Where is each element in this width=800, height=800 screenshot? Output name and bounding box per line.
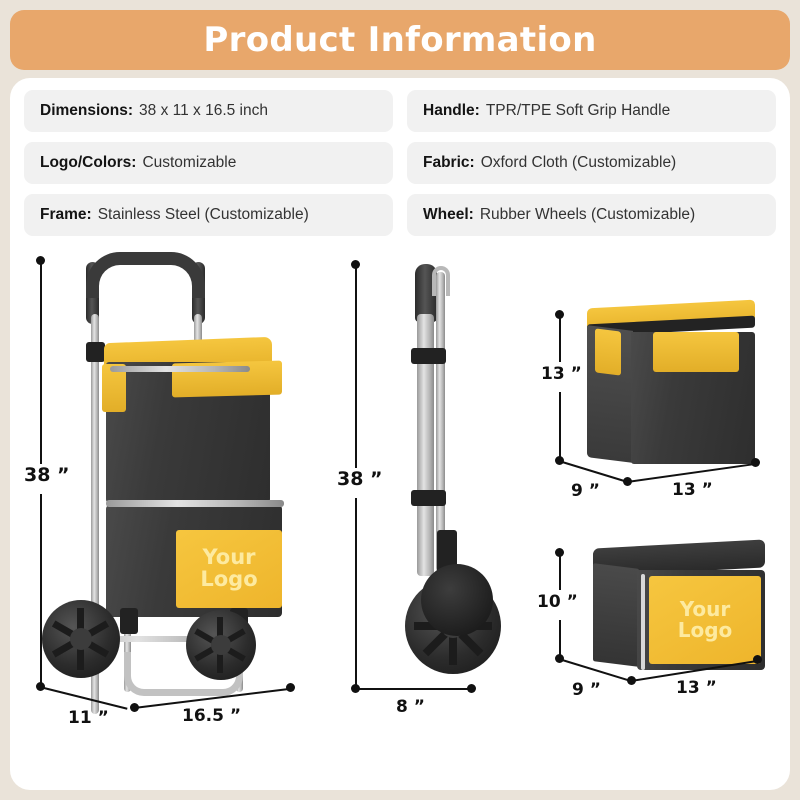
header-bar: Product Information <box>10 10 790 70</box>
spec-row-fabric: Fabric: Oxford Cloth (Customizable) <box>407 142 776 184</box>
spec-value: 38 x 11 x 16.5 inch <box>139 102 268 119</box>
dim-line-topbag-height-lower <box>559 392 561 460</box>
lower-bag-top-rail <box>106 500 284 507</box>
wheel-front-left <box>42 600 120 678</box>
dim-line-height-lower <box>40 494 42 686</box>
bottom-bag-logo-panel: Your Logo <box>649 576 761 664</box>
dim-label-botbag-depth: 9 ” <box>572 680 601 700</box>
wheel-rear-right <box>186 610 256 680</box>
dim-line-folded-height-upper <box>355 264 357 468</box>
spec-row-frame: Frame: Stainless Steel (Customizable) <box>24 194 393 236</box>
dim-label-topbag-depth: 9 ” <box>571 481 600 501</box>
dim-label-botbag-height: 10 ” <box>537 592 578 612</box>
dim-label-cart-width: 16.5 ” <box>182 706 242 726</box>
dim-line-folded-width <box>355 688 471 690</box>
frame-clamp <box>86 342 105 362</box>
top-bag-strap-side <box>595 328 621 376</box>
handle-bar <box>86 252 205 298</box>
bottom-bag-zipper <box>641 574 645 670</box>
spec-grid: Dimensions: 38 x 11 x 16.5 inch Handle: … <box>24 90 776 236</box>
spec-row-logo-colors: Logo/Colors: Customizable <box>24 142 393 184</box>
folded-clamp-upper <box>411 348 446 364</box>
folded-main-tube <box>417 314 434 576</box>
spec-value: TPR/TPE Soft Grip Handle <box>485 102 671 119</box>
dim-dot <box>751 458 760 467</box>
bag-bottom-illustration: Your Logo <box>579 539 779 702</box>
frame-left-rail <box>91 314 99 714</box>
spec-label: Wheel: <box>423 206 474 223</box>
upper-bag-strap-left <box>102 364 126 412</box>
dim-line-botbag-height-lower <box>559 620 561 658</box>
dim-label-folded-height: 38 ” <box>337 468 383 490</box>
illustration-area: Your Logo <box>24 242 776 787</box>
spec-row-dimensions: Dimensions: 38 x 11 x 16.5 inch <box>24 90 393 132</box>
cart-open-illustration: Your Logo <box>24 242 324 787</box>
dim-label-topbag-height: 13 ” <box>541 364 582 384</box>
dim-label-folded-width: 8 ” <box>396 697 425 717</box>
spec-row-wheel: Wheel: Rubber Wheels (Customizable) <box>407 194 776 236</box>
spec-value: Customizable <box>142 154 237 171</box>
cart-folded-illustration <box>379 242 519 787</box>
dim-line-folded-height-lower <box>355 498 357 688</box>
content-card: Dimensions: 38 x 11 x 16.5 inch Handle: … <box>10 78 790 790</box>
dim-dot <box>753 655 762 664</box>
dim-line-height-upper <box>40 260 42 464</box>
logo-text-line1: Your <box>679 597 731 622</box>
spec-label: Handle: <box>423 102 480 119</box>
dim-dot <box>467 684 476 693</box>
dim-dot <box>286 683 295 692</box>
dim-label-cart-depth: 11 ” <box>68 708 109 728</box>
spec-label: Fabric: <box>423 154 475 171</box>
spec-value: Oxford Cloth (Customizable) <box>480 154 677 171</box>
lower-bag-logo-panel: Your Logo <box>176 530 282 608</box>
top-bag-strap-front <box>653 332 739 372</box>
dim-label-cart-height: 38 ” <box>24 464 70 486</box>
dim-label-botbag-width: 13 ” <box>676 678 717 698</box>
dim-label-topbag-width: 13 ” <box>672 480 713 500</box>
spec-value: Rubber Wheels (Customizable) <box>479 206 696 223</box>
logo-text-line2: Logo <box>677 618 733 642</box>
folded-wheel-rear <box>421 564 493 636</box>
folded-secondary-tube <box>436 272 445 572</box>
logo-text-line2: Logo <box>200 567 258 591</box>
folded-clamp-lower <box>411 490 446 506</box>
folded-grip <box>415 264 437 322</box>
dim-line-botbag-height-upper <box>559 552 561 590</box>
base-clamp-left <box>120 608 138 634</box>
spec-value: Stainless Steel (Customizable) <box>97 206 309 223</box>
logo-text-line1: Your <box>202 545 256 570</box>
spec-label: Logo/Colors: <box>40 154 137 171</box>
axle <box>68 636 240 642</box>
spec-row-handle: Handle: TPR/TPE Soft Grip Handle <box>407 90 776 132</box>
spec-label: Dimensions: <box>40 102 134 119</box>
bottom-bag-side-panel <box>593 563 639 667</box>
page-title: Product Information <box>203 20 597 60</box>
upper-bag-support-bar <box>110 366 250 372</box>
folded-frame-loop <box>432 266 450 296</box>
spec-label: Frame: <box>40 206 92 223</box>
bag-top-illustration <box>579 299 769 494</box>
dim-line-topbag-height-upper <box>559 314 561 362</box>
